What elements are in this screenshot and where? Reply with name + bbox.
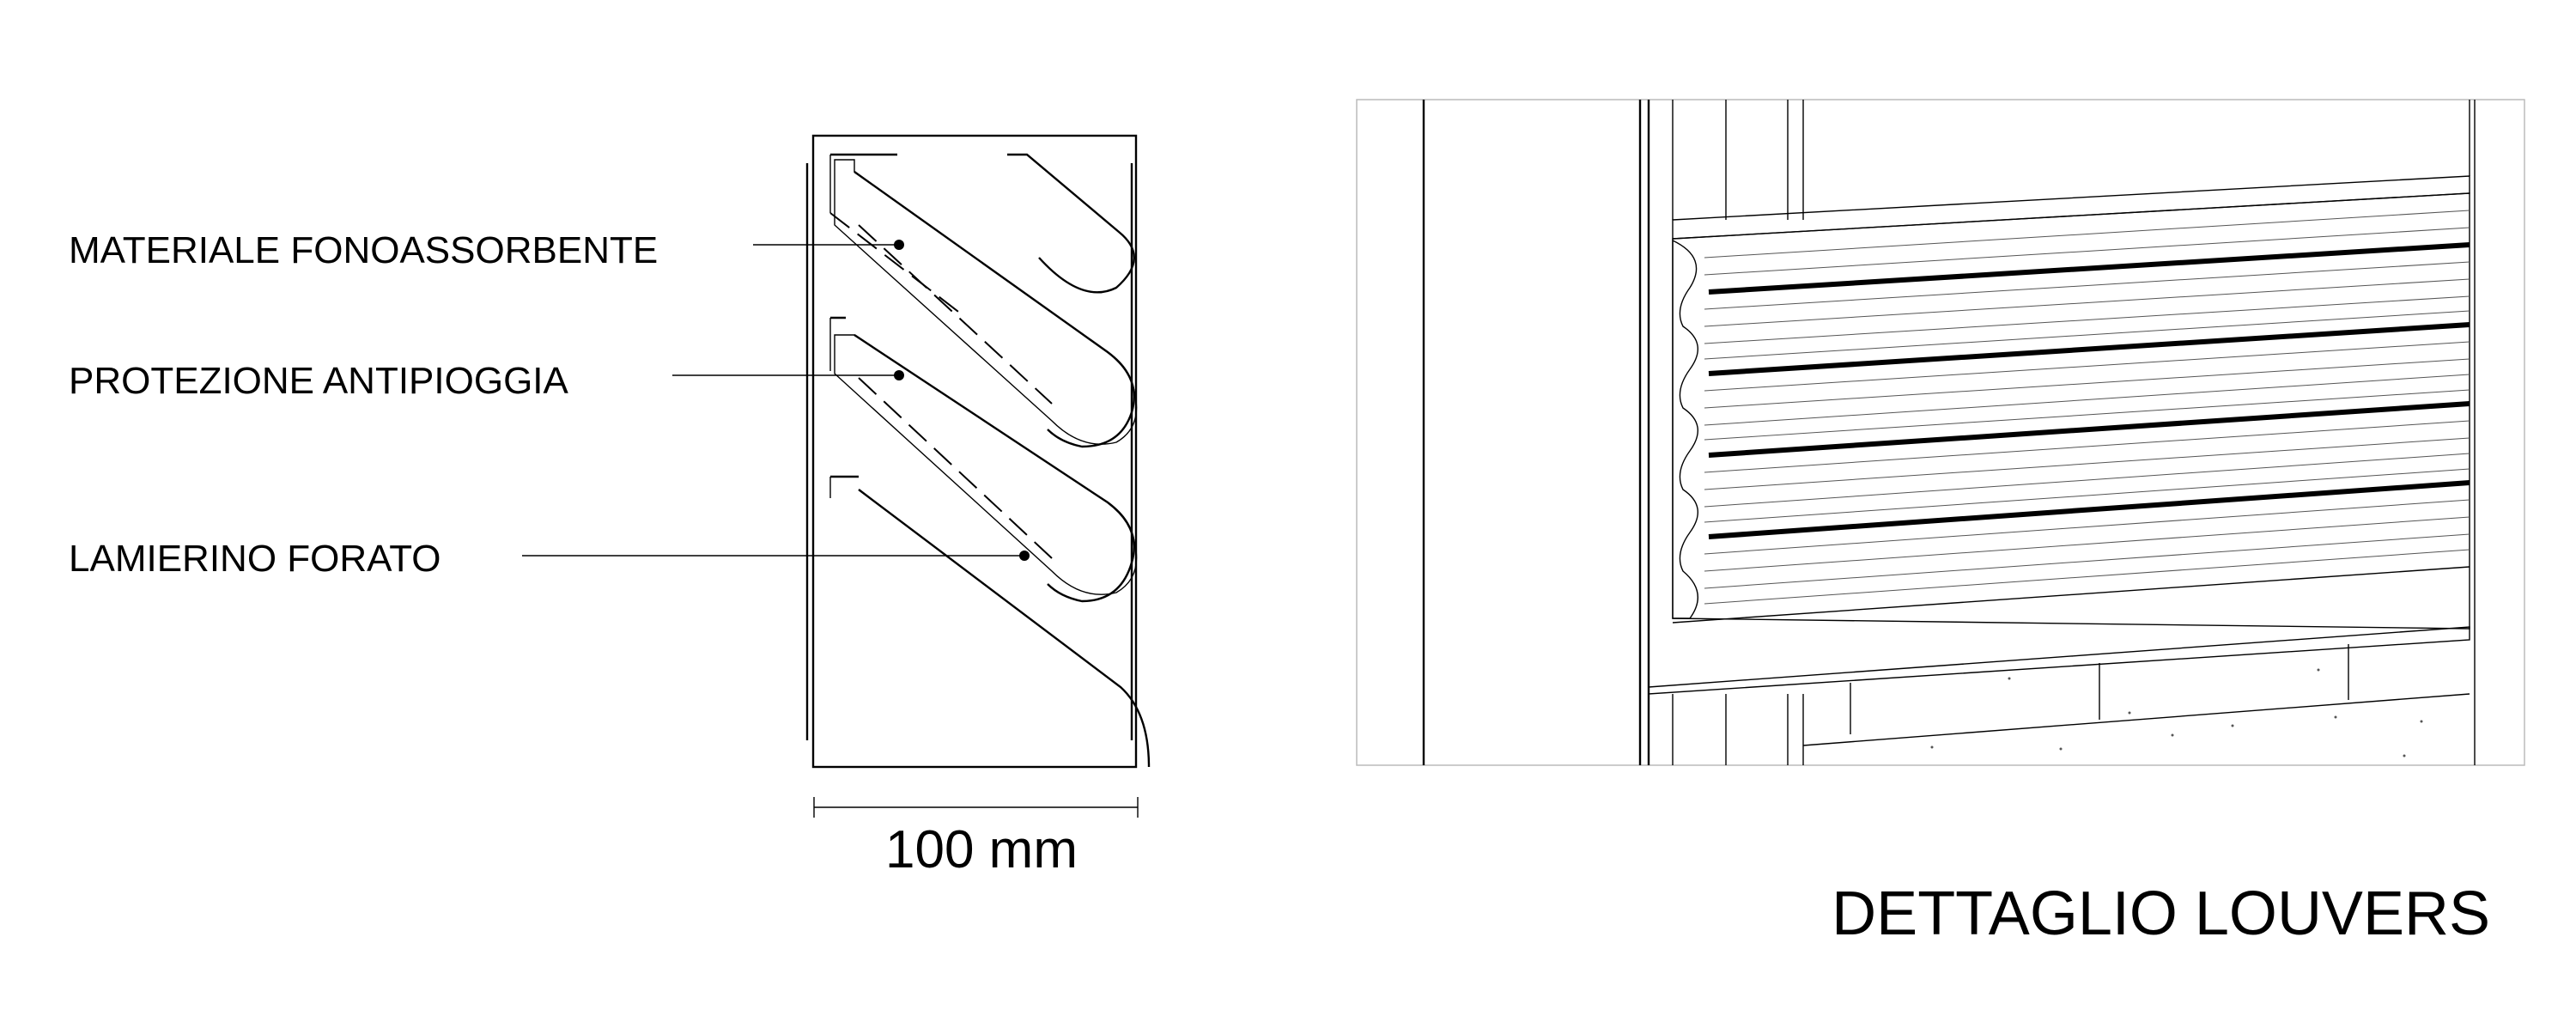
dimension-line — [813, 797, 1139, 818]
absorbent-fill — [834, 159, 1138, 445]
label-perforated-sheet: LAMIERINO FORATO — [69, 538, 441, 580]
drawing-title: DETTAGLIO LOUVERS — [1832, 879, 2490, 948]
louver-blades — [1672, 192, 2470, 630]
blade-1 — [829, 153, 1135, 315]
louver-section — [805, 134, 1151, 769]
label-rain-protection: PROTEZIONE ANTIPIOGGIA — [69, 360, 569, 402]
callout-leaders — [522, 240, 1030, 561]
blade-3 — [829, 316, 1138, 603]
blade-edges — [1672, 239, 1698, 619]
elevation-frame — [1356, 99, 2525, 766]
blade-2 — [834, 159, 1138, 448]
leader-dot — [894, 370, 904, 380]
dimension-label: 100 mm — [885, 820, 1078, 879]
leader-dot — [1019, 551, 1030, 561]
bottom-sill — [1648, 626, 2470, 695]
rain-protection-line — [858, 224, 1053, 405]
blade-4 — [829, 475, 1151, 768]
top-rail — [1672, 175, 2470, 240]
louver-casing — [811, 134, 1138, 769]
louver-elevation — [1356, 99, 2525, 766]
lower-wall — [1672, 644, 2470, 765]
label-absorbent-material: MATERIALE FONOASSORBENTE — [69, 229, 658, 271]
leader-dot — [894, 240, 904, 250]
